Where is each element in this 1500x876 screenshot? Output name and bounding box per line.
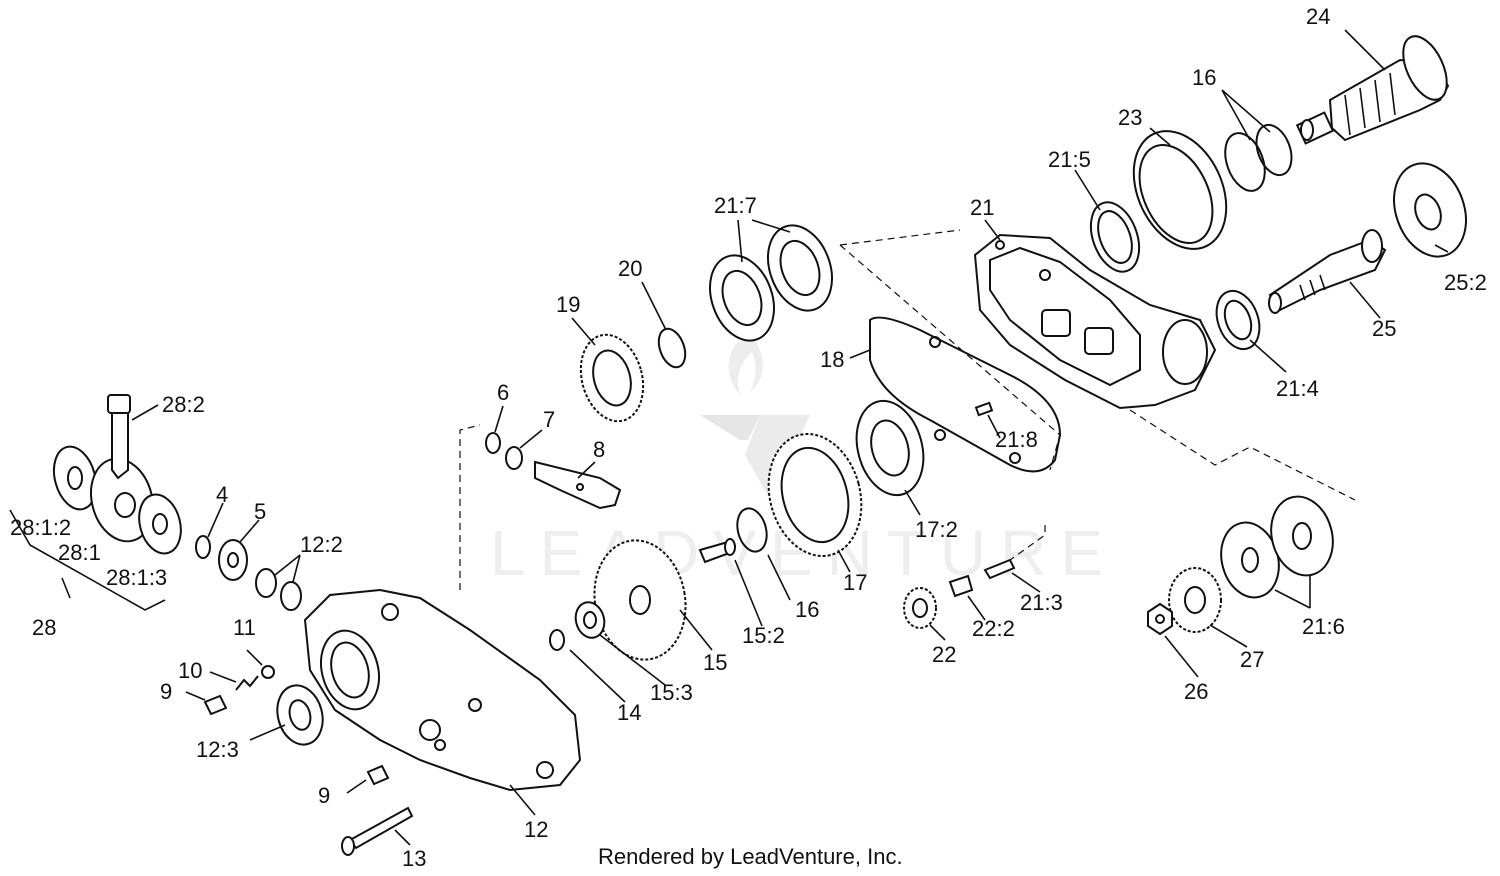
part-17-2-bearing [855,399,925,497]
label-25: 25 [1372,316,1396,341]
part-14-washer [549,629,565,651]
label-28-1-2: 28:1:2 [10,515,71,540]
label-28-2: 28:2 [162,392,205,417]
label-25-2: 25:2 [1444,270,1487,295]
part-21-7-bearings [709,224,833,342]
label-5: 5 [254,499,266,524]
part-23-ring [1132,130,1228,250]
part-8-shaft [534,460,622,510]
label-21-8: 21:8 [995,427,1038,452]
label-13: 13 [402,846,426,871]
part-4-5-washers [195,535,248,581]
label-12: 12 [524,817,548,842]
part-17-gear [767,432,863,558]
label-17: 17 [843,570,867,595]
part-15-2-pin [698,538,736,564]
label-15: 15 [703,650,727,675]
label-28: 28 [32,615,56,640]
part-18-gasket [869,316,1062,473]
part-25-shaft [1268,229,1387,314]
label-28-1-3: 28:1:3 [106,565,167,590]
part-12-2-bushings [255,568,302,611]
part-22-2-bushing [948,574,974,598]
label-7: 7 [543,407,555,432]
part-6-7-rings [485,432,523,470]
label-23: 23 [1118,105,1142,130]
part-28-collar-assembly [52,394,182,555]
part-12-3-seal [276,684,324,746]
label-16-top: 16 [1192,65,1216,90]
callout-labels: 24 16 23 21:5 21 21:7 20 19 25:2 25 21:4… [10,4,1487,871]
label-10: 10 [178,658,202,683]
part-19-gear [579,333,645,423]
part-16-oring-mid [736,507,768,553]
part-27-gear [1168,567,1222,633]
label-16-mid: 16 [795,597,819,622]
part-16-orings [1224,123,1293,192]
part-21-5-seal [1089,201,1141,273]
part-21-3-pin [983,558,1016,580]
label-4: 4 [216,482,228,507]
label-28-1: 28:1 [58,540,101,565]
label-9-lower: 9 [318,783,330,808]
part-21-6-spacers [1220,495,1334,599]
part-13-bolt [341,806,414,856]
label-8: 8 [593,437,605,462]
label-27: 27 [1240,647,1264,672]
label-26: 26 [1184,679,1208,704]
label-21-6: 21:6 [1302,614,1345,639]
label-22-2: 22:2 [972,616,1015,641]
leader-lines [9,29,1449,846]
part-24-shaft [1295,35,1450,145]
part-20-snap-ring [657,327,687,369]
credit-text: Rendered by LeadVenture, Inc. [598,844,903,869]
part-26-nut [1147,602,1173,636]
label-17-2: 17:2 [915,517,958,542]
label-11: 11 [233,615,256,640]
part-25-2-bearing [1393,162,1467,258]
label-21-4: 21:4 [1276,376,1319,401]
label-6: 6 [497,380,509,405]
label-14: 14 [617,700,641,725]
label-12-2: 12:2 [300,532,343,557]
part-22-gear [903,587,937,629]
label-20: 20 [618,256,642,281]
label-9-upper: 9 [160,679,172,704]
label-24: 24 [1306,4,1330,29]
part-11-10-9-detent [203,665,390,786]
part-21-housing-cover [973,233,1217,410]
label-12-3: 12:3 [196,737,239,762]
label-18: 18 [820,347,844,372]
part-12-gearbox-housing [303,588,582,792]
label-21-7: 21:7 [714,193,757,218]
label-21-5: 21:5 [1048,147,1091,172]
label-15-3: 15:3 [650,680,693,705]
part-15-3-spacer [574,601,606,639]
label-21: 21 [970,195,994,220]
label-15-2: 15:2 [742,623,785,648]
part-21-8-dowel [974,401,994,417]
part-21-4-seal [1215,289,1261,351]
label-22: 22 [932,642,956,667]
label-19: 19 [556,292,580,317]
label-21-3: 21:3 [1020,590,1063,615]
